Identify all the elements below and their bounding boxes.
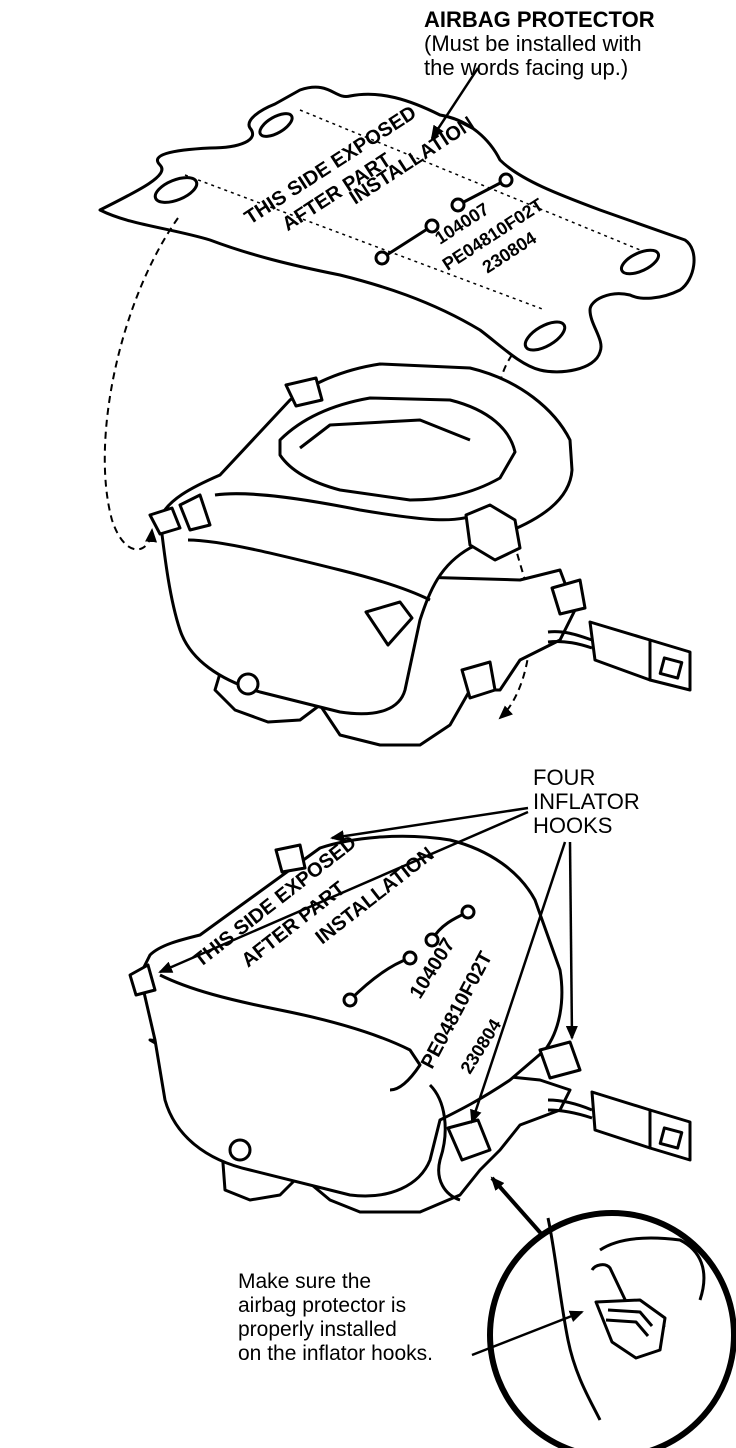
inflator-hook-detail-icon	[594, 1298, 667, 1360]
note-line-3: properly installed	[238, 1318, 397, 1341]
inflator-hook-icon	[274, 843, 307, 874]
airbag-protector-instruction-line-2: the words facing up.)	[424, 55, 629, 80]
mounting-slot-icon	[619, 248, 661, 276]
note-line-2: airbag protector is	[238, 1294, 407, 1317]
inflator-hook-icon	[550, 578, 587, 616]
inflator-hook-icon	[464, 503, 522, 562]
airbag-protector-callout: AIRBAG PROTECTOR (Must be installed with…	[424, 8, 655, 80]
installed-connector-marks	[342, 904, 476, 1008]
note-line-4: on the inflator hooks.	[238, 1342, 433, 1365]
note-line-1: Make sure the	[238, 1270, 372, 1293]
bolt-hole-icon	[228, 1138, 252, 1162]
mounting-slot-icon	[153, 176, 199, 204]
hooks-label-line-2: INFLATOR	[533, 789, 640, 814]
hooks-label-line-1: FOUR	[533, 765, 596, 790]
inflator-module-installed	[128, 834, 582, 1214]
inflator-hook-icon	[178, 493, 212, 532]
protector-slots	[153, 112, 661, 352]
protector-connector-marks	[374, 172, 514, 266]
hook-leader-arrows	[158, 806, 578, 1124]
harness-connector-top	[547, 620, 692, 692]
inflator-hook-icon	[128, 963, 157, 997]
inflator-hook-icon	[148, 506, 182, 536]
bolt-hole-icon	[236, 672, 260, 696]
note-leader-arrow	[471, 1310, 584, 1357]
inflator-module-top	[148, 362, 587, 747]
detail-pointer-arrow	[490, 1176, 547, 1240]
inflator-hook-icon	[284, 376, 324, 408]
mounting-slot-icon	[258, 112, 294, 138]
orientation-triangle-icon	[364, 600, 414, 647]
airbag-protector-instruction-line-1: (Must be installed with	[424, 31, 642, 56]
installation-note: Make sure the airbag protector is proper…	[238, 1270, 433, 1366]
inflator-hook-icon	[538, 1040, 582, 1080]
inflator-hook-icon	[446, 1118, 492, 1162]
airbag-protector-sheet	[98, 85, 696, 374]
hooks-label-line-3: HOOKS	[533, 813, 613, 838]
inflator-hook-icon	[460, 660, 497, 700]
harness-connector-bottom	[547, 1090, 692, 1162]
inflator-hooks-callout: FOUR INFLATOR HOOKS	[533, 766, 640, 838]
detail-magnifier	[471, 1176, 736, 1448]
protector-leader-arrow	[430, 67, 480, 140]
protector-fold-lines	[184, 109, 641, 311]
airbag-protector-title: AIRBAG PROTECTOR	[424, 7, 655, 32]
mounting-slot-icon	[523, 320, 567, 352]
